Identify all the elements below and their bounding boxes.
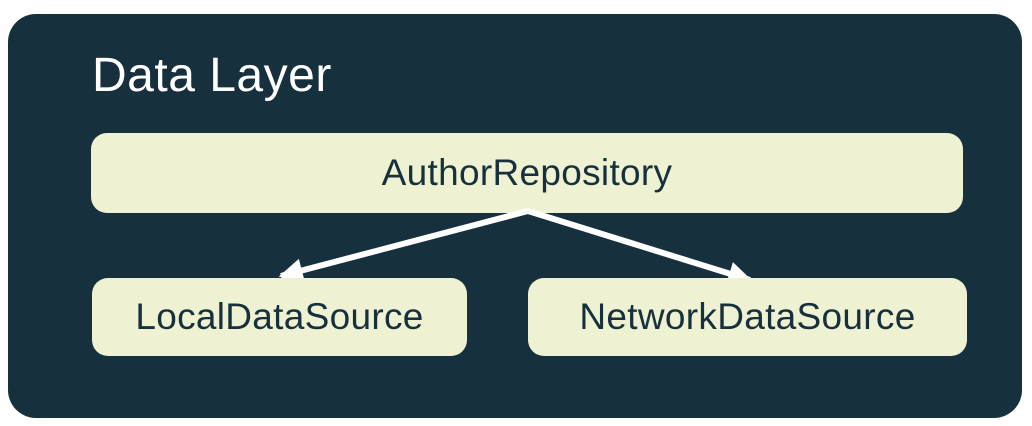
node-network-data-source: NetworkDataSource xyxy=(528,278,967,356)
node-local-data-source: LocalDataSource xyxy=(92,278,467,356)
node-local-data-source-label: LocalDataSource xyxy=(135,296,424,337)
node-author-repository: AuthorRepository xyxy=(91,133,963,213)
data-layer-container: Data Layer AuthorRepository LocalDataSou… xyxy=(8,14,1022,418)
node-network-data-source-label: NetworkDataSource xyxy=(579,296,916,337)
diagram-title: Data Layer xyxy=(92,49,332,102)
node-author-repository-label: AuthorRepository xyxy=(381,152,673,193)
arrow-repository-to-local xyxy=(278,208,529,283)
arrow-repository-to-network xyxy=(527,208,753,286)
